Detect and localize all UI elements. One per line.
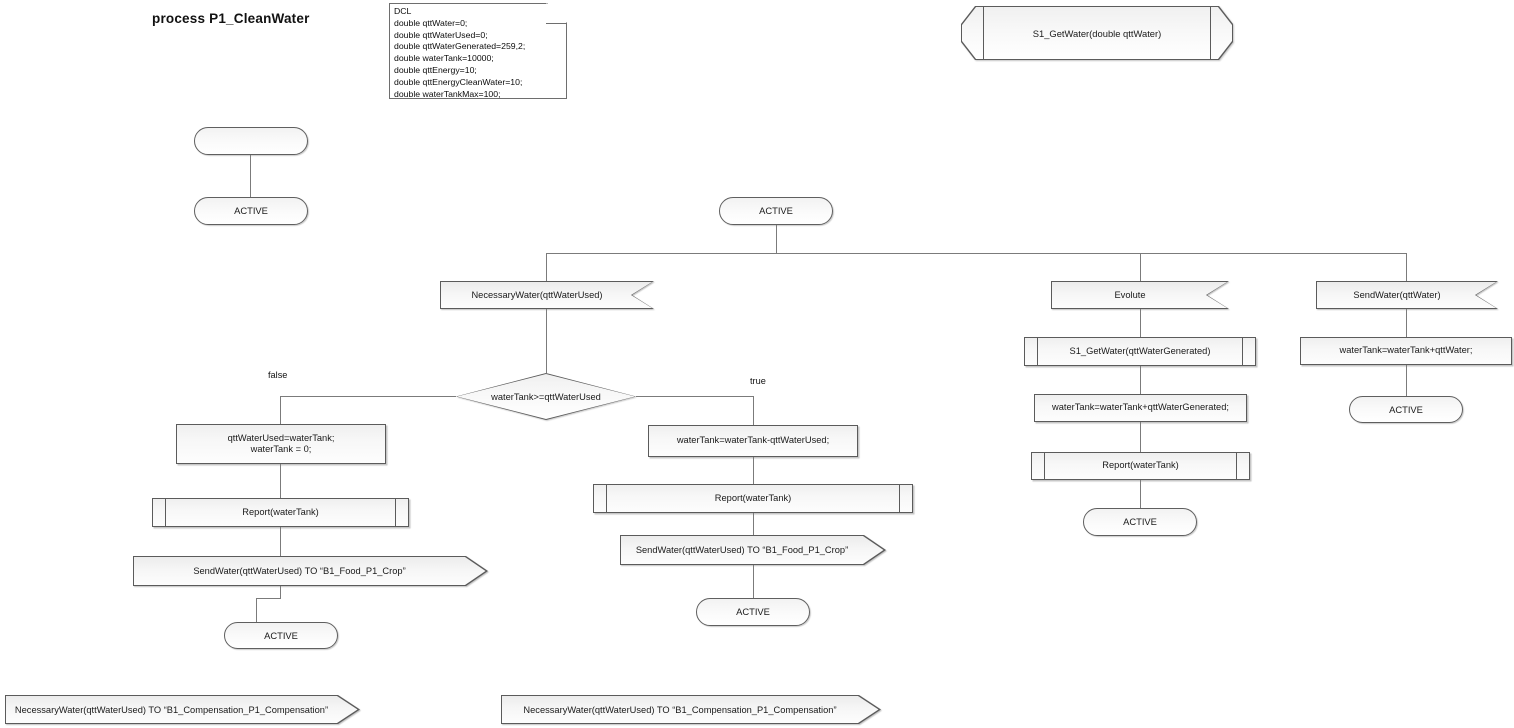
dcl-note-text: DCL double qttWater=0; double qttWaterUs… xyxy=(394,6,526,99)
connector-report-to-output-true xyxy=(753,513,754,535)
connector-truetask-to-report xyxy=(753,457,754,484)
proc-left-bar-icon xyxy=(1037,338,1038,365)
page-title: process P1_CleanWater xyxy=(152,11,310,26)
proc-right-bar-icon xyxy=(395,499,396,526)
connector-proccall-to-task xyxy=(1140,366,1141,394)
signal-fill xyxy=(502,696,880,723)
connector-output-false-seg2 xyxy=(256,598,281,599)
signal-fill xyxy=(621,536,885,564)
state-label: ACTIVE xyxy=(736,606,770,618)
connector-necessarywater-to-decision xyxy=(546,309,547,373)
proc-right-bar-icon xyxy=(899,485,900,512)
state-active-main[interactable]: ACTIVE xyxy=(719,197,833,225)
connector-output-false-seg3 xyxy=(256,598,257,622)
task-label: waterTank=waterTank-qttWaterUsed; xyxy=(676,435,830,446)
state-active-evolute-end[interactable]: ACTIVE xyxy=(1083,508,1197,536)
connector-sendwater-to-task xyxy=(1406,309,1407,337)
output-signal-label: SendWater(qttWaterUsed) TO “B1_Food_P1_C… xyxy=(193,566,406,576)
signal-fill xyxy=(134,557,487,585)
connector-decision-false xyxy=(280,396,456,397)
procedure-call-report-evolute[interactable]: Report(waterTank) xyxy=(1031,452,1250,480)
task-false-assign[interactable]: qttWaterUsed=waterTank; waterTank = 0; xyxy=(176,424,386,464)
detached-output-signal-1[interactable]: NecessaryWater(qttWaterUsed) TO “B1_Comp… xyxy=(5,695,360,724)
task-label: waterTank=waterTank+qttWater; xyxy=(1339,345,1473,356)
state-active-sendwater-end[interactable]: ACTIVE xyxy=(1349,396,1463,423)
task-label: waterTank=waterTank+qttWaterGenerated; xyxy=(1052,402,1229,413)
note-background xyxy=(389,3,567,99)
input-signal-label: NecessaryWater(qttWaterUsed) xyxy=(471,290,603,300)
output-signal-label: SendWater(qttWaterUsed) TO “B1_Food_P1_C… xyxy=(635,545,849,555)
state-label: ACTIVE xyxy=(759,205,793,217)
input-signal-sendwater[interactable]: SendWater(qttWater) xyxy=(1316,281,1498,309)
connector-output-false-seg1 xyxy=(280,586,281,598)
proc-left-bar-icon xyxy=(606,485,607,512)
dcl-declaration-note: DCL double qttWater=0; double qttWaterUs… xyxy=(389,3,567,99)
proc-right-bar-icon xyxy=(1242,338,1243,365)
output-signal-label: NecessaryWater(qttWaterUsed) TO “B1_Comp… xyxy=(14,704,329,715)
input-signal-label: Evolute xyxy=(1114,290,1146,300)
detached-output-signal-2[interactable]: NecessaryWater(qttWaterUsed) TO “B1_Comp… xyxy=(501,695,881,724)
connector-task-to-active-sendwater xyxy=(1406,365,1407,396)
output-signal-sendwater-true[interactable]: SendWater(qttWaterUsed) TO “B1_Food_P1_C… xyxy=(620,535,886,565)
connector-decision-true xyxy=(636,396,754,397)
connector-active-to-bus xyxy=(776,225,777,253)
input-signal-necessarywater[interactable]: NecessaryWater(qttWaterUsed) xyxy=(440,281,654,309)
state-label: ACTIVE xyxy=(234,205,268,217)
signal-fill xyxy=(1052,282,1228,308)
connector-drop-necessarywater xyxy=(546,253,547,281)
start-symbol[interactable] xyxy=(194,127,308,155)
state-label: ACTIVE xyxy=(1389,403,1423,415)
connector-report-to-active-evolute xyxy=(1140,480,1141,508)
task-line-2: waterTank = 0; xyxy=(250,444,312,454)
task-sendwater-add[interactable]: waterTank=waterTank+qttWater; xyxy=(1300,337,1512,365)
procframe-fill xyxy=(962,7,1232,59)
state-label: ACTIVE xyxy=(264,629,298,641)
state-active-true-end[interactable]: ACTIVE xyxy=(696,598,810,626)
signal-fill xyxy=(1317,282,1497,308)
connector-false-drop xyxy=(280,396,281,424)
connector-task-to-report-evolute xyxy=(1140,422,1141,452)
output-signal-sendwater-false[interactable]: SendWater(qttWaterUsed) TO “B1_Food_P1_C… xyxy=(133,556,488,586)
branch-label-false: false xyxy=(268,370,288,380)
input-signal-evolute[interactable]: Evolute xyxy=(1051,281,1229,309)
input-signal-label: SendWater(qttWater) xyxy=(1353,290,1441,300)
connector-output-true-to-active xyxy=(753,565,754,598)
connector-falsetask-to-report xyxy=(280,464,281,498)
state-label: ACTIVE xyxy=(1123,516,1157,528)
procedure-declaration-label: S1_GetWater(double qttWater) xyxy=(1032,27,1162,39)
connector-report-to-output-false xyxy=(280,527,281,556)
procframe-left-bar-icon xyxy=(983,6,984,60)
connector-drop-evolute xyxy=(1140,253,1141,281)
connector-true-drop xyxy=(753,396,754,425)
procedure-call-label: Report(waterTank) xyxy=(1102,460,1179,471)
connector-start-to-active xyxy=(250,155,251,197)
procedure-call-s1-getwater[interactable]: S1_GetWater(qttWaterGenerated) xyxy=(1024,337,1256,366)
procedure-declaration-s1-getwater[interactable]: S1_GetWater(double qttWater) xyxy=(961,6,1233,60)
task-evolute-add[interactable]: waterTank=waterTank+qttWaterGenerated; xyxy=(1034,394,1247,422)
branch-label-true: true xyxy=(750,376,766,386)
task-line-1: qttWaterUsed=waterTank; xyxy=(227,432,335,443)
connector-drop-sendwater xyxy=(1406,253,1407,281)
procedure-call-report-false[interactable]: Report(waterTank) xyxy=(152,498,409,527)
procedure-call-label: S1_GetWater(qttWaterGenerated) xyxy=(1069,345,1211,356)
proc-right-bar-icon xyxy=(1236,453,1237,479)
proc-left-bar-icon xyxy=(165,499,166,526)
procedure-call-label: Report(waterTank) xyxy=(242,506,319,517)
task-true-subtract[interactable]: waterTank=waterTank-qttWaterUsed; xyxy=(648,425,858,457)
connector-transition-bus xyxy=(546,253,1407,254)
state-active-left-stub[interactable]: ACTIVE xyxy=(194,197,308,225)
decision-watertank-check[interactable]: waterTank>=qttWaterUsed xyxy=(456,373,636,420)
procframe-right-bar-icon xyxy=(1210,6,1211,60)
signal-fill xyxy=(441,282,653,308)
output-signal-label: NecessaryWater(qttWaterUsed) TO “B1_Comp… xyxy=(523,704,837,715)
proc-left-bar-icon xyxy=(1044,453,1045,479)
connector-evolute-to-proccall xyxy=(1140,309,1141,337)
procedure-call-report-true[interactable]: Report(waterTank) xyxy=(593,484,913,513)
decision-label: waterTank>=qttWaterUsed xyxy=(491,391,601,402)
procedure-call-label: Report(waterTank) xyxy=(714,492,792,503)
signal-fill xyxy=(6,696,359,723)
state-active-false-end[interactable]: ACTIVE xyxy=(224,622,338,649)
